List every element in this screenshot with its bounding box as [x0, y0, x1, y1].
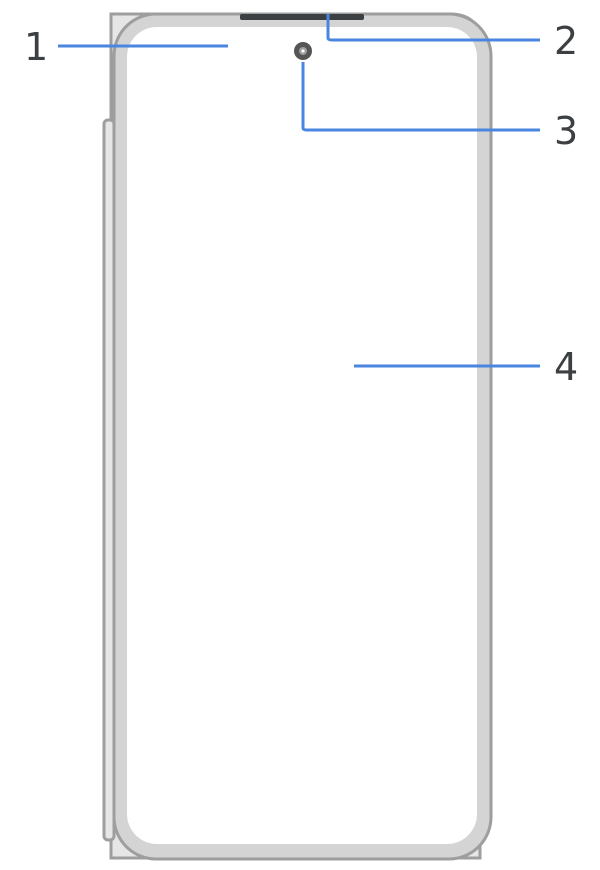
leader-lines	[58, 14, 540, 368]
leader-line-3	[301, 62, 540, 132]
callout-number-2: 2	[554, 19, 578, 63]
earpiece-speaker	[240, 14, 364, 20]
leader-line-2	[326, 14, 540, 42]
callout-number-1: 1	[24, 25, 48, 69]
callout-number-3: 3	[554, 109, 578, 153]
callout-number-4: 4	[554, 345, 578, 389]
front-camera-highlight	[301, 49, 305, 53]
phone-screen	[127, 27, 477, 844]
